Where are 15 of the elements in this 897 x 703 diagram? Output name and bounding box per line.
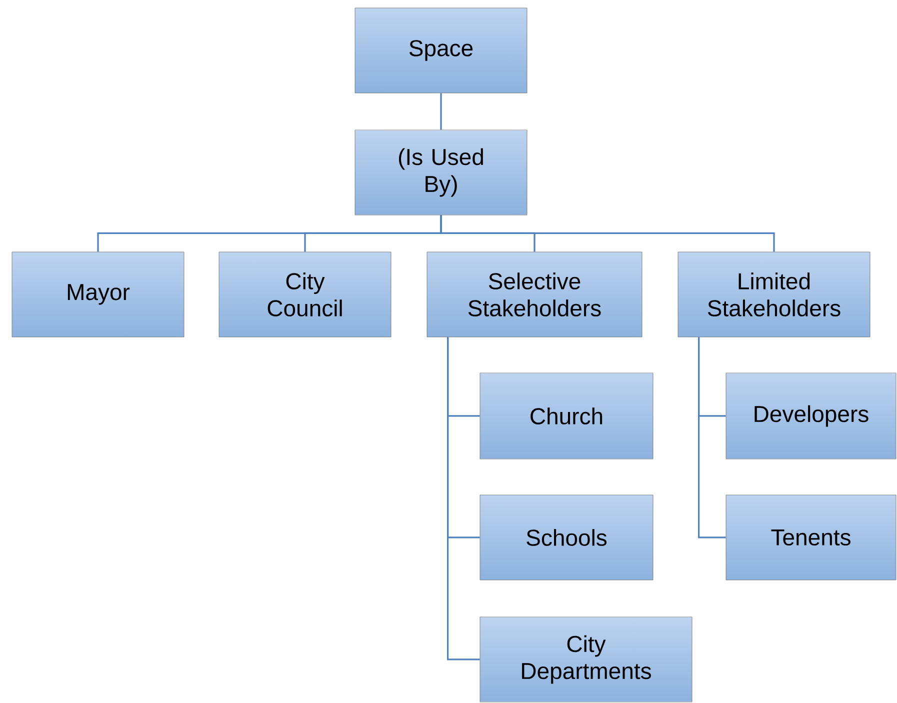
box: Developers [726, 372, 896, 460]
connector [447, 337, 480, 660]
box: Schools [480, 494, 654, 580]
connector [698, 337, 726, 538]
box: Limited Stakeholders [678, 252, 870, 338]
box: City Departments [480, 616, 692, 702]
box: Selective Stakeholders [426, 252, 642, 338]
box: Mayor [12, 252, 184, 338]
box: Tenents [726, 494, 896, 580]
box: Church [480, 372, 654, 460]
box: (Is Used By) [354, 130, 528, 216]
connector [440, 93, 442, 130]
box: Space [354, 8, 528, 94]
box: City Council [218, 252, 392, 338]
connector [440, 215, 775, 252]
